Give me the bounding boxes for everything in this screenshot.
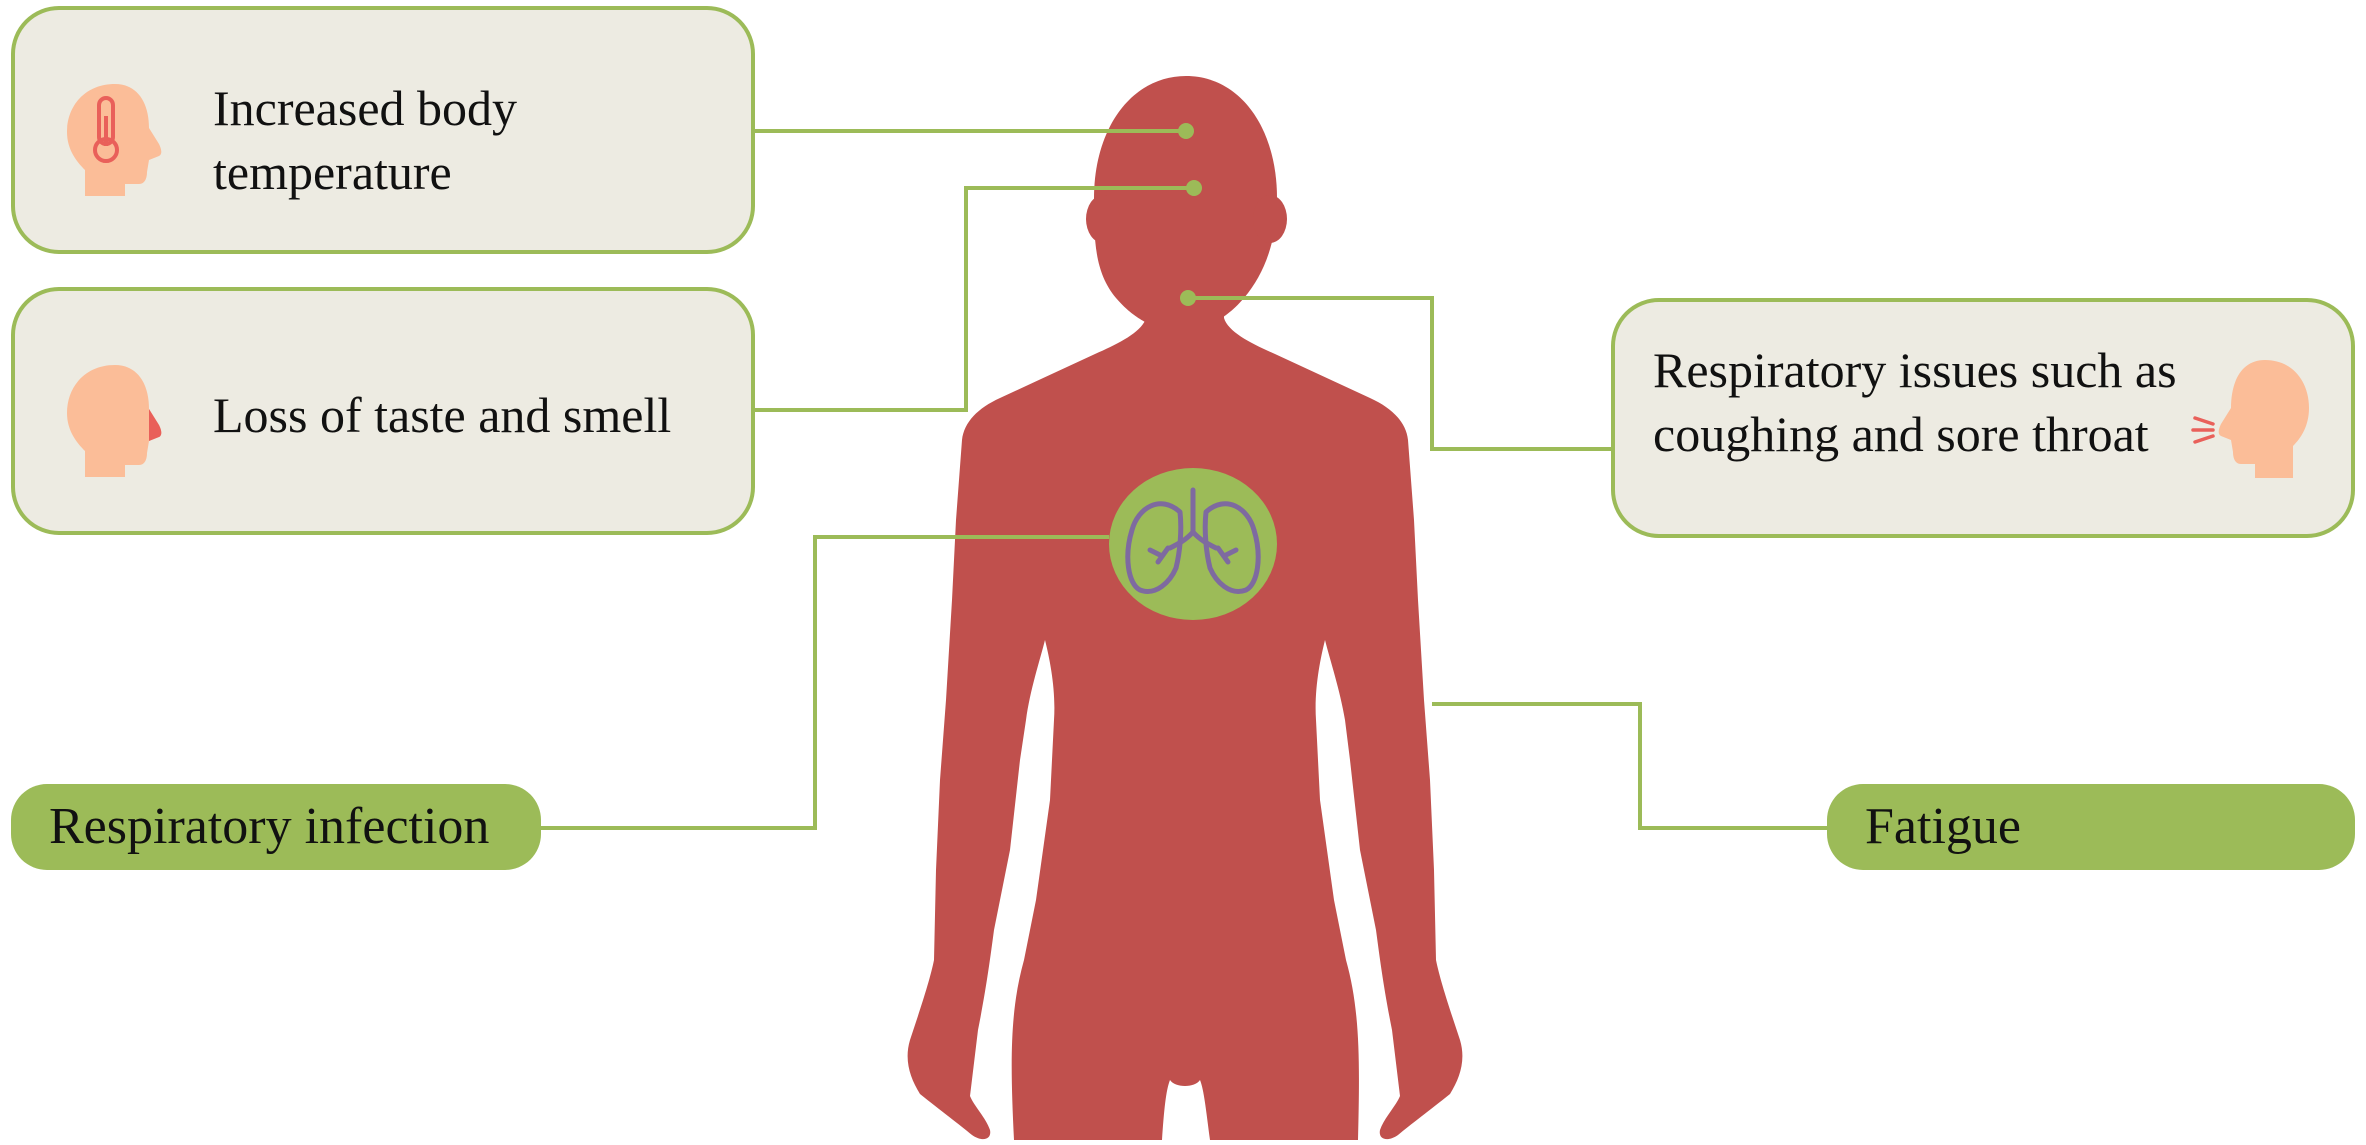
symptom-label-fatigue: Fatigue [1865,797,2021,857]
head-profile-icon [55,361,175,481]
symptom-label-respiratory-issues: Respiratory issues such as coughing and … [1653,338,2213,466]
symptom-card-respiratory-issues: Respiratory issues such as coughing and … [1611,298,2355,538]
lungs-badge [1109,468,1277,620]
coughing-head-icon [2185,354,2315,484]
symptom-card-fever: Increased body temperature [11,6,755,254]
symptom-label-fever: Increased body temperature [213,76,733,204]
symptom-label-taste-smell: Loss of taste and smell [213,383,753,447]
symptom-pill-fatigue: Fatigue [1827,784,2355,870]
symptom-label-respiratory-infection: Respiratory infection [49,797,489,857]
symptom-card-taste-smell: Loss of taste and smell [11,287,755,535]
symptom-pill-respiratory-infection: Respiratory infection [11,784,541,870]
connector-fatigue [1432,704,1827,828]
head-thermometer-icon [55,80,175,200]
